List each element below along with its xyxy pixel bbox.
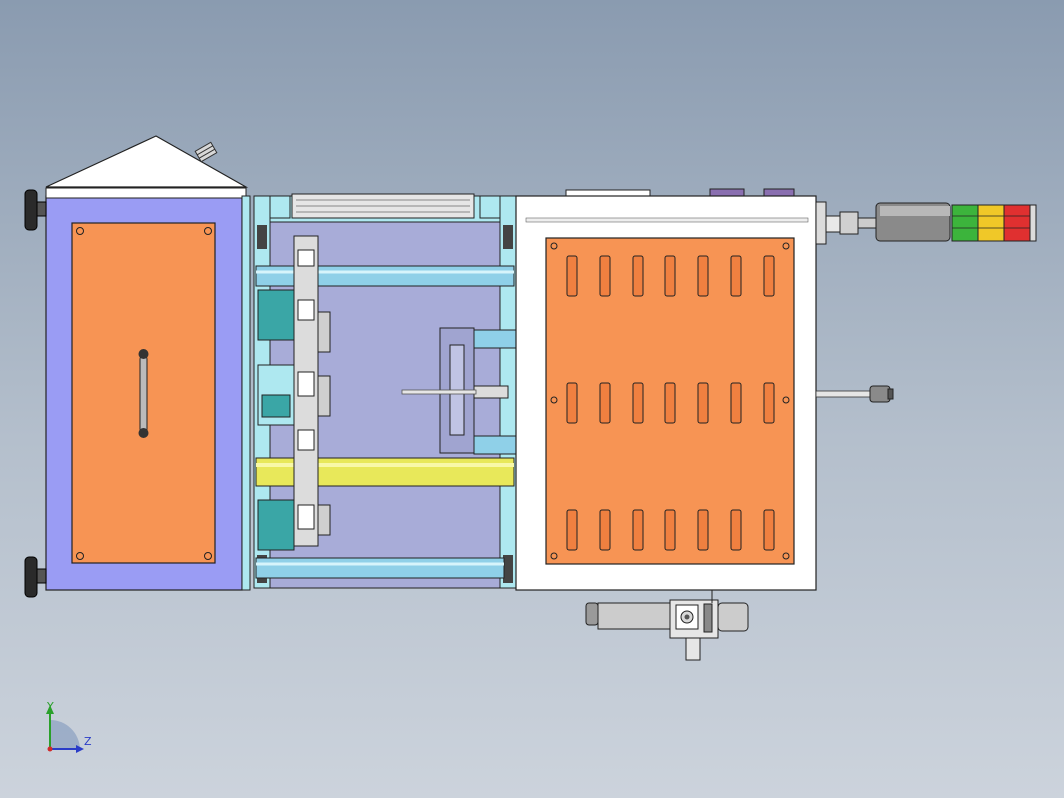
mold-bay[interactable] xyxy=(253,193,517,589)
vent-slot xyxy=(599,255,611,297)
signal-tower-light[interactable] xyxy=(815,201,1037,245)
vent-slot xyxy=(763,382,775,424)
vent-slots xyxy=(566,255,775,551)
vent-slot xyxy=(697,382,709,424)
vent-slot xyxy=(599,509,611,551)
vent-slot xyxy=(632,255,644,297)
vent-slot xyxy=(697,509,709,551)
stack-light-yellow xyxy=(977,204,1005,242)
door-handle[interactable] xyxy=(138,349,149,438)
cabinet-top-rail xyxy=(45,187,247,199)
right-door-screw-icons xyxy=(550,242,790,560)
door-screw-icons xyxy=(76,227,212,560)
vent-slot xyxy=(599,382,611,424)
vent-slot xyxy=(632,382,644,424)
cabinet-side-edge xyxy=(241,195,251,591)
side-probe xyxy=(815,385,894,403)
vent-slot xyxy=(730,255,742,297)
vent-slot xyxy=(697,255,709,297)
leveling-foot-top xyxy=(24,189,47,231)
vent-slot xyxy=(566,382,578,424)
stack-light-green xyxy=(951,204,979,242)
vent-slot xyxy=(664,382,676,424)
moving-platen-assembly xyxy=(257,235,331,551)
bottom-motor-unit xyxy=(585,590,749,661)
vent-slot xyxy=(730,382,742,424)
cabinet-roof xyxy=(45,135,249,188)
roof-vent-icon xyxy=(194,141,218,163)
vent-slot xyxy=(730,509,742,551)
y-axis-label: Y xyxy=(46,700,54,713)
vent-slot xyxy=(763,255,775,297)
vent-slot xyxy=(664,509,676,551)
injection-nozzle-unit xyxy=(401,327,517,455)
vent-slot xyxy=(763,509,775,551)
stack-light-red xyxy=(1003,204,1031,242)
right-cabinet[interactable] xyxy=(515,188,817,591)
tie-bar-bottom xyxy=(255,557,505,579)
vent-slot xyxy=(664,255,676,297)
vent-slot xyxy=(566,509,578,551)
left-cabinet[interactable] xyxy=(24,135,251,598)
z-axis-label: Z xyxy=(84,735,92,748)
vent-slot xyxy=(632,509,644,551)
coordinate-triad: Y Z xyxy=(46,700,92,753)
vent-slot xyxy=(566,255,578,297)
leveling-foot-bottom xyxy=(24,556,47,598)
